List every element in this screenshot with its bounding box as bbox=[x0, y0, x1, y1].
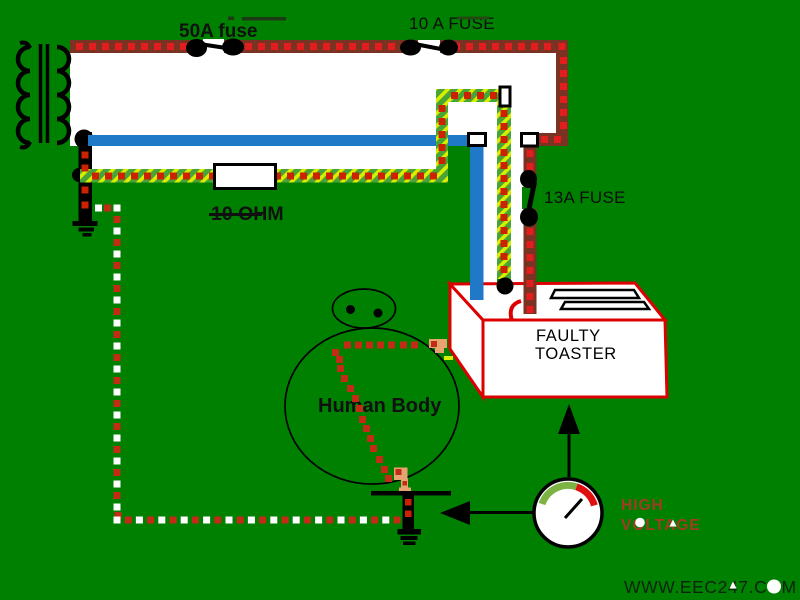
svg-text:50A fuse: 50A fuse bbox=[179, 21, 258, 42]
svg-text:FAULTY: FAULTY bbox=[536, 327, 601, 345]
svg-text:WWW.EEC247.COM: WWW.EEC247.COM bbox=[624, 577, 797, 597]
svg-text:VOLTAGE: VOLTAGE bbox=[621, 517, 701, 534]
svg-text:13A FUSE: 13A FUSE bbox=[544, 188, 626, 207]
svg-text:HIGH: HIGH bbox=[621, 497, 664, 514]
svg-text:TOASTER: TOASTER bbox=[535, 345, 617, 363]
svg-text:Human Body: Human Body bbox=[318, 395, 442, 417]
